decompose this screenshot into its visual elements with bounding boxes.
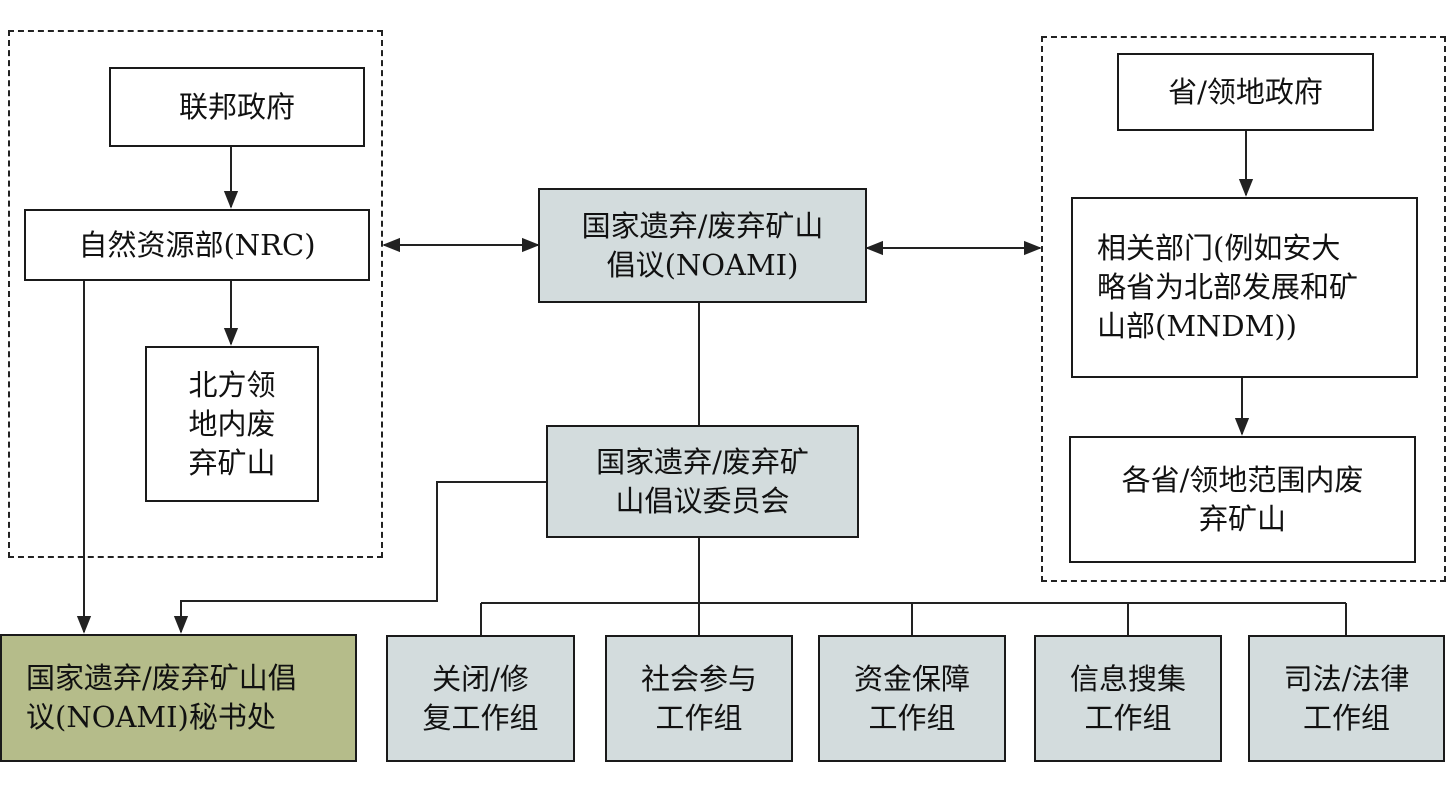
nrc-box: 自然资源部(NRC) <box>24 209 370 281</box>
noami-secretariat-box: 国家遗弃/废弃矿山倡 议(NOAMI)秘书处 <box>0 634 357 762</box>
north-mines-box: 北方领 地内废 弃矿山 <box>145 346 319 502</box>
provincial-government-box: 省/领地政府 <box>1117 53 1374 131</box>
arrow-committee-to-secretariat <box>173 481 547 634</box>
noami-committee-box: 国家遗弃/废弃矿 山倡议委员会 <box>546 425 859 538</box>
working-group-closure: 关闭/修 复工作组 <box>386 635 575 762</box>
provincial-mines-box: 各省/领地范围内废 弃矿山 <box>1069 436 1416 563</box>
working-group-information: 信息搜集 工作组 <box>1034 635 1222 762</box>
provincial-region <box>1041 36 1446 582</box>
working-group-legal: 司法/法律 工作组 <box>1248 635 1445 762</box>
working-group-funding: 资金保障 工作组 <box>818 635 1006 762</box>
federal-government-box: 联邦政府 <box>109 67 365 147</box>
noami-initiative-box: 国家遗弃/废弃矿山 倡议(NOAMI) <box>538 188 867 303</box>
provincial-departments-box: 相关部门(例如安大 略省为北部发展和矿 山部(MNDM)) <box>1071 197 1418 378</box>
federal-region <box>8 30 383 558</box>
working-group-community: 社会参与 工作组 <box>605 635 793 762</box>
